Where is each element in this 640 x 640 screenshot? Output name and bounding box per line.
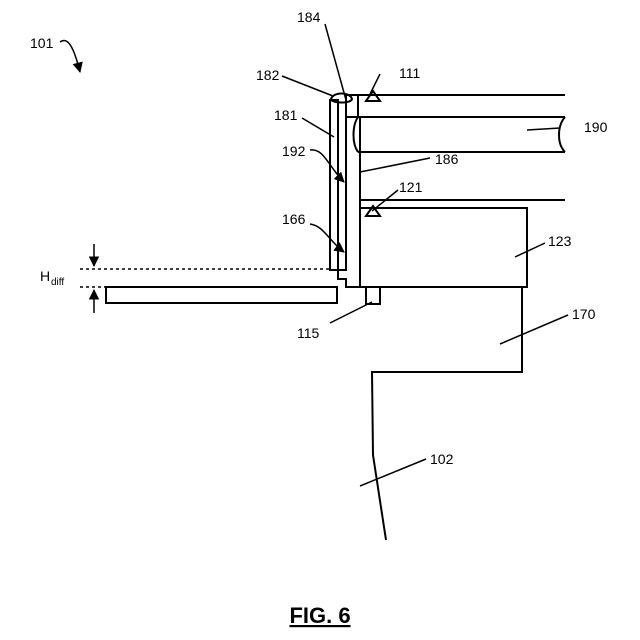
label-186: 186	[435, 151, 459, 167]
label-184: 184	[297, 9, 321, 25]
body-170	[346, 287, 522, 540]
label-190: 190	[584, 119, 608, 135]
label-111: 111	[399, 65, 420, 81]
block-123	[360, 208, 527, 287]
leader-lines	[60, 24, 568, 486]
label-123: 123	[548, 233, 572, 249]
label-h-diff: H diff	[40, 268, 64, 288]
label-192: 192	[282, 143, 306, 159]
label-h-main: H	[40, 268, 50, 284]
label-181: 181	[274, 107, 298, 123]
lower-plate	[106, 287, 337, 303]
label-115: 115	[297, 325, 320, 341]
label-101: 101	[30, 35, 54, 51]
label-102: 102	[430, 451, 454, 467]
bar-190	[354, 117, 566, 152]
shelf-186	[360, 200, 565, 208]
block-115	[366, 287, 380, 304]
center-column	[338, 117, 360, 287]
panel-181	[330, 93, 352, 270]
label-170: 170	[572, 306, 596, 322]
label-h-sub: diff	[51, 277, 64, 288]
label-182: 182	[256, 67, 280, 83]
figure-caption: FIG. 6	[289, 603, 350, 628]
label-121: 121	[399, 179, 423, 195]
label-166: 166	[282, 211, 306, 227]
